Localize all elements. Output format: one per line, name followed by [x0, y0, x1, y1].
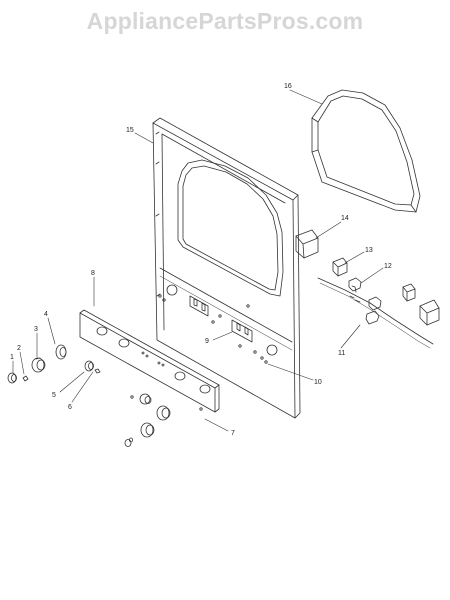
- callout-4: 4: [44, 311, 48, 318]
- callout-1: 1: [10, 354, 14, 361]
- push-button-part: [84, 360, 101, 374]
- connector-part: [348, 277, 382, 311]
- right-switches-part: [402, 283, 440, 326]
- callout-3: 3: [34, 326, 38, 333]
- callout-16: 16: [284, 83, 292, 90]
- callout-15: 15: [126, 127, 134, 134]
- callout-8: 8: [91, 270, 95, 277]
- callout-2: 2: [17, 345, 21, 352]
- lower-knobs-part: [124, 393, 203, 447]
- small-switch-part: [332, 257, 348, 277]
- wire-harness-part: [317, 277, 434, 349]
- knob-small-part: [7, 372, 29, 384]
- watermark-logo: AppliancePartsPros.com: [86, 8, 364, 34]
- callout-11: 11: [338, 350, 345, 357]
- knob-part: [31, 357, 46, 373]
- callout-6: 6: [68, 404, 72, 411]
- control-console-part: [79, 309, 220, 413]
- callout-labels: 1 2 3 4 5 6 7 8 9 10 11 12 13 14 15 16: [10, 83, 392, 437]
- leader-lines: [12, 89, 384, 432]
- callout-9: 9: [205, 338, 209, 345]
- callout-12: 12: [384, 263, 392, 270]
- knob-skirt-part: [55, 344, 67, 360]
- callout-14: 14: [341, 215, 349, 222]
- callout-7: 7: [231, 430, 235, 437]
- door-gasket-part: [311, 89, 421, 213]
- callout-5: 5: [52, 392, 56, 399]
- callout-13: 13: [365, 247, 373, 254]
- front-panel-part: [152, 117, 301, 419]
- switch-housing-part: [295, 229, 319, 259]
- callout-10: 10: [314, 379, 322, 386]
